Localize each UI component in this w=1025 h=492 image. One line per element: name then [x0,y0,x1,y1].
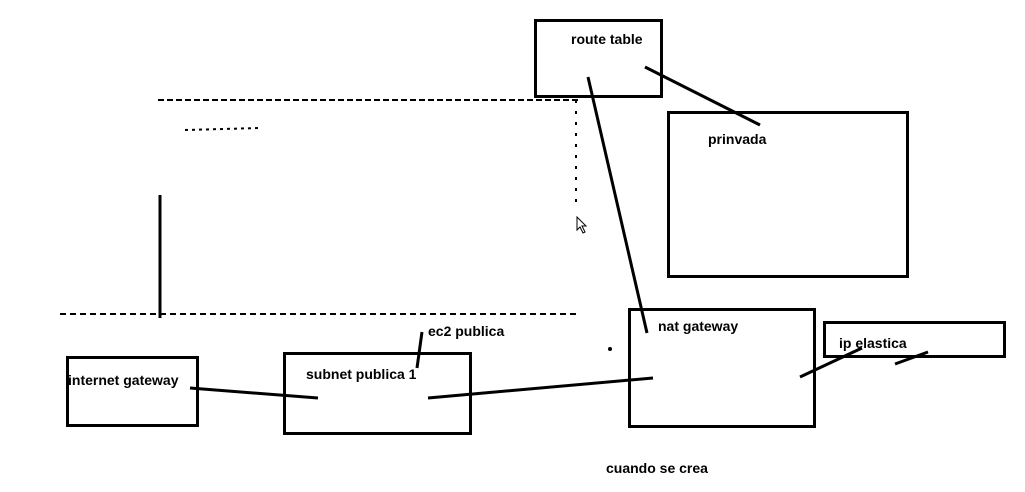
route-table-label: route table [571,31,643,47]
internet-gateway-label: internet gateway [68,372,179,388]
ec2-publica-annotation: ec2 publica [428,323,505,339]
route-table-box[interactable] [534,19,663,98]
subnet-publica-box[interactable] [283,352,472,435]
ip-elastica-box[interactable] [823,321,1006,358]
internet-gateway-box[interactable] [66,356,199,427]
privada-box[interactable] [667,111,909,278]
connector-nat-ipelastica [799,346,863,379]
connector-subnet-nat [427,376,654,400]
nat-gateway-label: nat gateway [658,318,739,334]
subnet-publica-label: subnet publica 1 [306,366,417,382]
connector-ipelastica-tail [894,350,929,366]
privada-label: prinvada [708,131,767,147]
connector-routetable-privada [644,65,761,127]
cuando-se-crea-annotation: cuando se crea [606,460,708,476]
connector-ec2-subnet [415,331,424,369]
erased-region-residue [60,99,580,318]
connector-igw-subnet [189,386,319,400]
mouse-pointer-icon [576,216,588,234]
stray-dot [608,347,612,351]
nat-gateway-box[interactable] [628,308,816,428]
connector-routetable-nat [586,76,649,334]
ip-elastica-label: ip elastica [839,335,907,351]
